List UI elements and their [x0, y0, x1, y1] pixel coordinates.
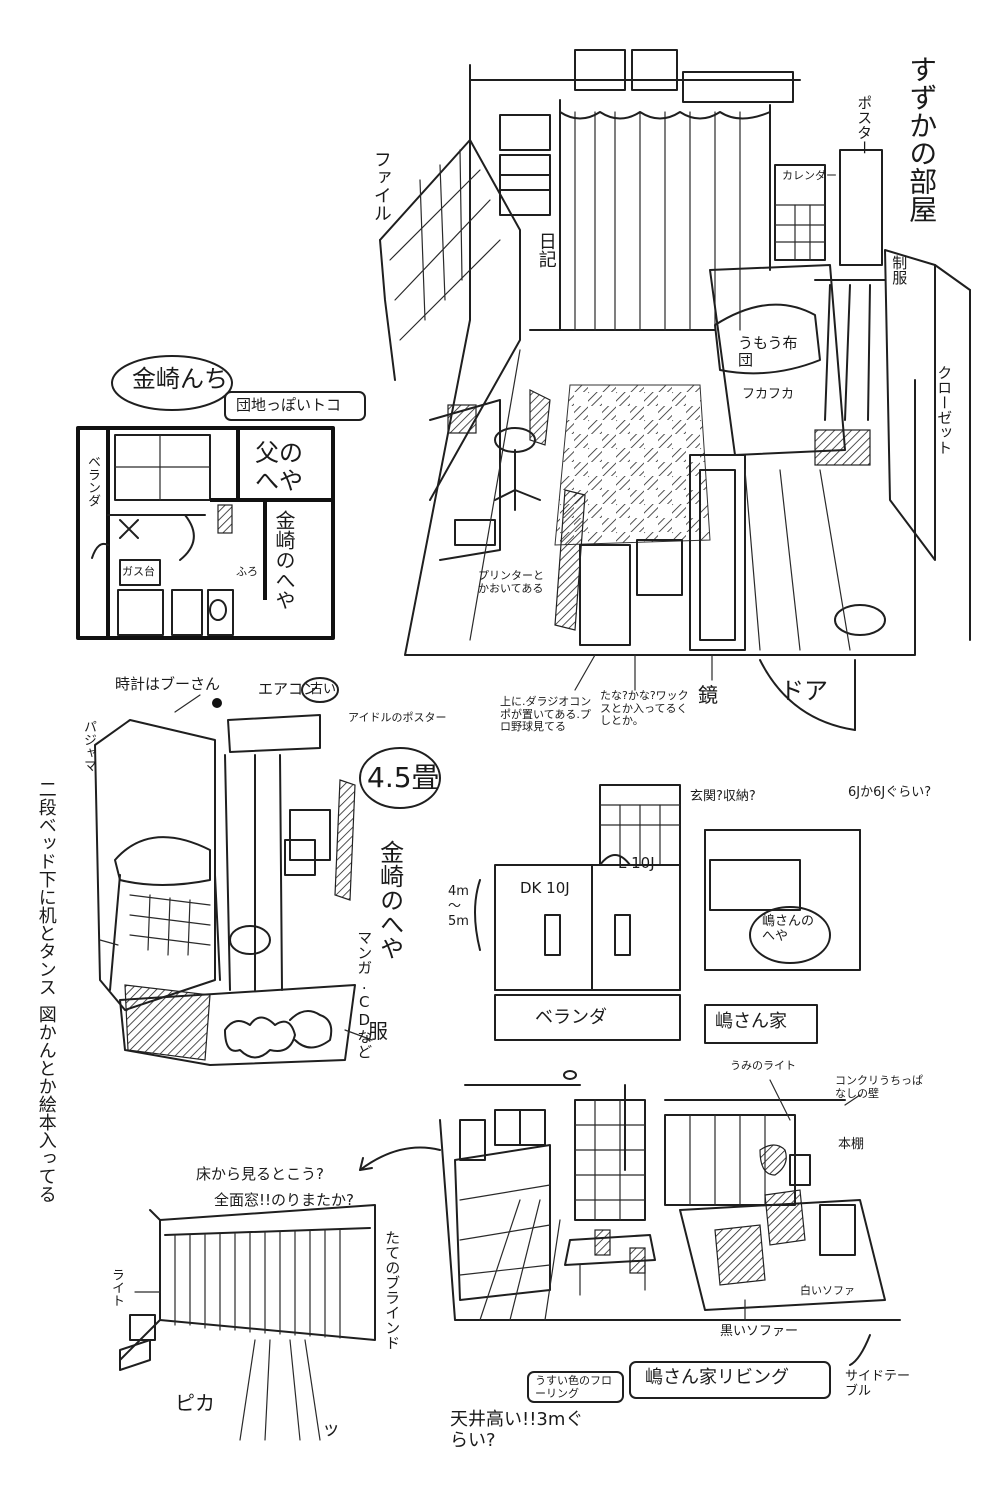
suzuka-room-sketch: [379, 49, 971, 731]
bath-label: ふろ: [236, 565, 258, 578]
side-table-label: サイドテーブル: [845, 1369, 911, 1399]
kitchen-label: ガス台: [122, 565, 155, 578]
ceiling-label: 天井高い!!3mぐらい?: [450, 1409, 584, 1451]
window-sketch-subtitle: 全面窓!!のりまたか?: [214, 1191, 354, 1209]
calendar-label: カレンダー: [782, 169, 837, 182]
concrete-wall-label: コンクリうちっぱなしの壁: [835, 1074, 923, 1100]
shima-room-label: 嶋さんのへや: [762, 914, 815, 944]
diary-label: 日記: [535, 232, 557, 268]
clock-label: 時計はブーさん: [115, 675, 221, 693]
shelf-label: たな?かな?ワックスとか入ってるくしとか。: [600, 689, 689, 728]
l-room-label: L 10J: [618, 854, 655, 872]
lights-label: うみのライト: [730, 1059, 796, 1072]
dk-room-label: DK 10J: [520, 879, 570, 897]
kanezaki-room-sketch-title: 金崎のへや: [375, 840, 404, 960]
poster-label: ポスター: [855, 95, 874, 155]
shima-living-drawing: [439, 1070, 901, 1403]
manga-cd-label: マンガ.CDなど: [355, 930, 374, 1059]
mirror-label: 鏡: [698, 683, 718, 707]
shima-floor-plan-drawing: [474, 784, 861, 1044]
clothes-label: 服: [368, 1019, 388, 1043]
window-sketch-title: 床から見るとこう?: [196, 1165, 324, 1183]
window-drawing: [119, 1146, 441, 1441]
veranda-plan-label: ベランダ: [84, 455, 100, 507]
aircon-label: エアコン: [258, 680, 319, 698]
books-label: 図かんとか絵本入ってる: [35, 1005, 57, 1203]
kanezaki-floor-plan-drawing: [76, 355, 366, 640]
kanezaki-room-drawing: [94, 677, 441, 1066]
shima-veranda-label: ベランダ: [535, 1007, 607, 1028]
printer-label: プリンターとかおいてある: [478, 569, 544, 595]
fluffy-label: フカフカ: [742, 387, 795, 402]
flash-label-a: ピカ: [175, 1391, 215, 1415]
black-sofa-label: 黒いソファー: [720, 1324, 799, 1339]
father-room-label: 父のへや: [255, 439, 303, 495]
blind-label: たてのブラインド: [383, 1230, 402, 1350]
bunk-bed-label: 二段ベッド下に机とタンス: [35, 780, 57, 996]
futon-label: うもう布団: [738, 334, 798, 370]
pajama-label: パジャマ: [80, 720, 96, 772]
aircon-old-label: 古い: [310, 682, 337, 697]
flash-label-b: ッ: [322, 1419, 340, 1440]
uniform-label: 制服: [890, 255, 909, 285]
room-sizes-label: 6Jか6Jぐらい?: [848, 785, 932, 800]
radio-label: 上に.ダラジオコンポが置いてある.プロ野球見てる: [500, 695, 592, 734]
kanezaki-plan-title: 金崎んち: [132, 365, 228, 393]
light-label: ライト: [108, 1268, 124, 1307]
file-label: ファイル: [370, 150, 392, 222]
room-size-label: 4.5畳: [367, 761, 440, 794]
shima-plan-title: 嶋さん家: [715, 1011, 787, 1032]
living-title: 嶋さん家リビング: [645, 1367, 789, 1388]
idol-poster-label: アイドルのポスター: [348, 711, 447, 724]
bookshelf-label: 本棚: [838, 1137, 865, 1152]
kanezaki-room-plan-label: 金崎のへや: [272, 510, 296, 610]
dimension-label: 4m～5m: [448, 884, 469, 929]
stairs-label: 玄関?収納?: [690, 789, 756, 804]
flooring-label: うすい色のフローリング: [535, 1374, 612, 1400]
kanezaki-plan-subtitle: 団地っぽいトコ: [236, 396, 342, 414]
door-label: ドア: [780, 677, 828, 705]
closet-label: クローゼット: [935, 365, 954, 455]
suzuka-room-title: すずかの部屋: [905, 55, 939, 223]
white-sofa-label: 白いソファ: [800, 1284, 855, 1297]
